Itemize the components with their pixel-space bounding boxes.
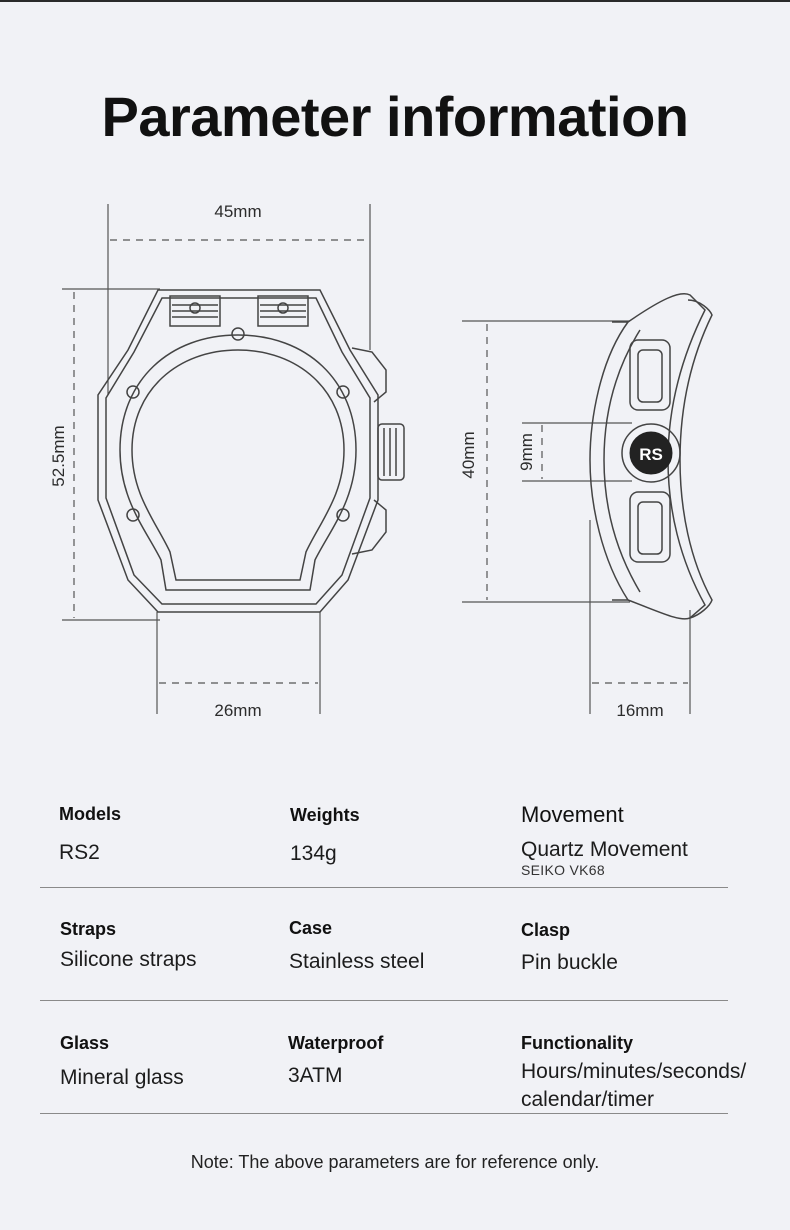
spec-value: 3ATM (288, 1064, 343, 1087)
spec-label: Case (289, 918, 333, 938)
disclaimer-note: Note: The above parameters are for refer… (190, 1152, 600, 1172)
spec-movement: Movement Quartz Movement SEIKO VK68 (521, 802, 688, 878)
top-border (0, 0, 790, 2)
spec-glass: Glass Mineral glass (60, 1033, 184, 1092)
spec-label: Straps (60, 919, 117, 939)
spec-models: Models RS2 (59, 804, 121, 867)
row-divider (40, 887, 728, 888)
spec-label: Waterproof (288, 1033, 384, 1053)
spec-value: 134g (290, 842, 337, 865)
spec-value: RS2 (59, 841, 100, 864)
dim-crown-label: 9mm (517, 433, 536, 471)
spec-sub-value: SEIKO VK68 (521, 862, 605, 878)
dim-strap-label: 26mm (214, 701, 261, 720)
spec-straps: Straps Silicone straps (60, 919, 197, 974)
spec-waterproof: Waterproof 3ATM (288, 1033, 383, 1090)
spec-value: Hours/minutes/seconds/ (521, 1060, 747, 1083)
dim-height-label: 52.5mm (49, 425, 68, 486)
brand-logo-text: RS (639, 445, 663, 464)
spec-value: Stainless steel (289, 950, 425, 973)
spec-value: Mineral glass (60, 1066, 184, 1089)
spec-label: Clasp (521, 920, 571, 940)
spec-label: Functionality (521, 1033, 633, 1053)
spec-label: Models (59, 804, 122, 824)
spec-functionality: Functionality Hours/minutes/seconds/ cal… (521, 1033, 746, 1114)
spec-value: Quartz Movement (521, 838, 688, 861)
row-divider (40, 1000, 728, 1001)
spec-label: Weights (290, 805, 360, 825)
spec-label: Movement (521, 802, 624, 827)
spec-value: Pin buckle (521, 951, 618, 974)
spec-weights: Weights 134g (290, 805, 360, 868)
dim-side-height-label: 40mm (459, 431, 478, 478)
spec-value: Silicone straps (60, 948, 197, 971)
front-view-dimensions: 45mm 52.5mm 26mm (49, 202, 371, 720)
watch-side-outline: RS (589, 293, 713, 620)
spec-case: Case Stainless steel (289, 918, 424, 976)
watch-dimension-diagram: 45mm 52.5mm 26mm (49, 202, 713, 720)
spec-value-line2: calendar/timer (521, 1088, 655, 1111)
dim-width-label: 45mm (214, 202, 261, 221)
brand-logo (629, 431, 673, 475)
spec-label: Glass (60, 1033, 110, 1053)
watch-front-outline (97, 289, 405, 613)
page-title: Parameter information (101, 85, 690, 148)
row-divider (40, 1113, 728, 1114)
side-view-dimensions: 40mm 9mm 16mm (459, 320, 691, 720)
dim-thickness-label: 16mm (616, 701, 663, 720)
spec-clasp: Clasp Pin buckle (521, 920, 618, 977)
